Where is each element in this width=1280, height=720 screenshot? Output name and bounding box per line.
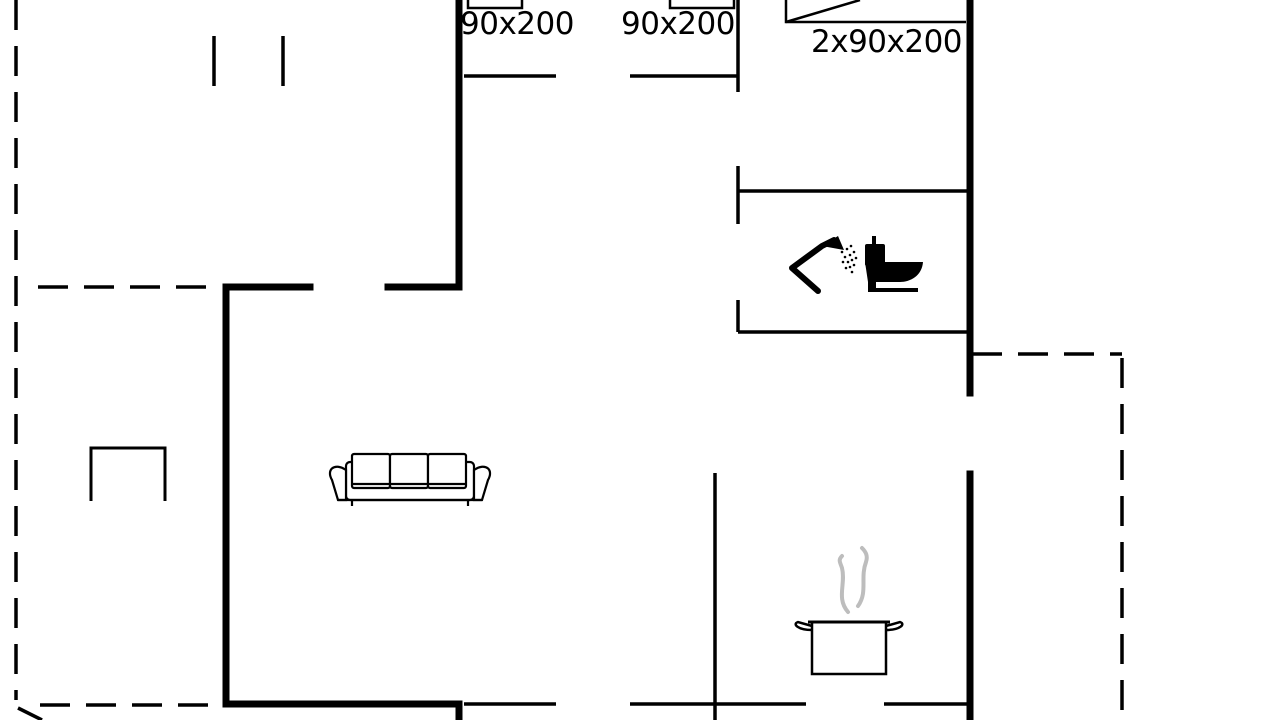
shower-icon [789,236,858,294]
bed-label-left: 90x200 [460,6,574,42]
cooking-pot-icon [794,546,904,676]
toilet-icon [865,236,923,292]
sofa-icon [328,452,492,506]
bed-right-fragment [784,0,966,24]
table-icon [89,446,167,501]
bed-label-right: 2x90x200 [811,24,962,60]
bed-left-fragment [466,0,524,10]
living-room-left-wall [222,283,463,708]
outdoor-boundary-dashed [14,0,1124,720]
bed-right-fold-line [785,0,861,24]
corner-diagonal [17,706,43,720]
beds [466,0,966,24]
interior-walls [212,0,967,720]
bed-label-center: 90x200 [621,6,735,42]
bed-center-fragment [668,0,736,10]
bedroom-left-wall [384,0,463,291]
exterior-walls [222,0,974,720]
